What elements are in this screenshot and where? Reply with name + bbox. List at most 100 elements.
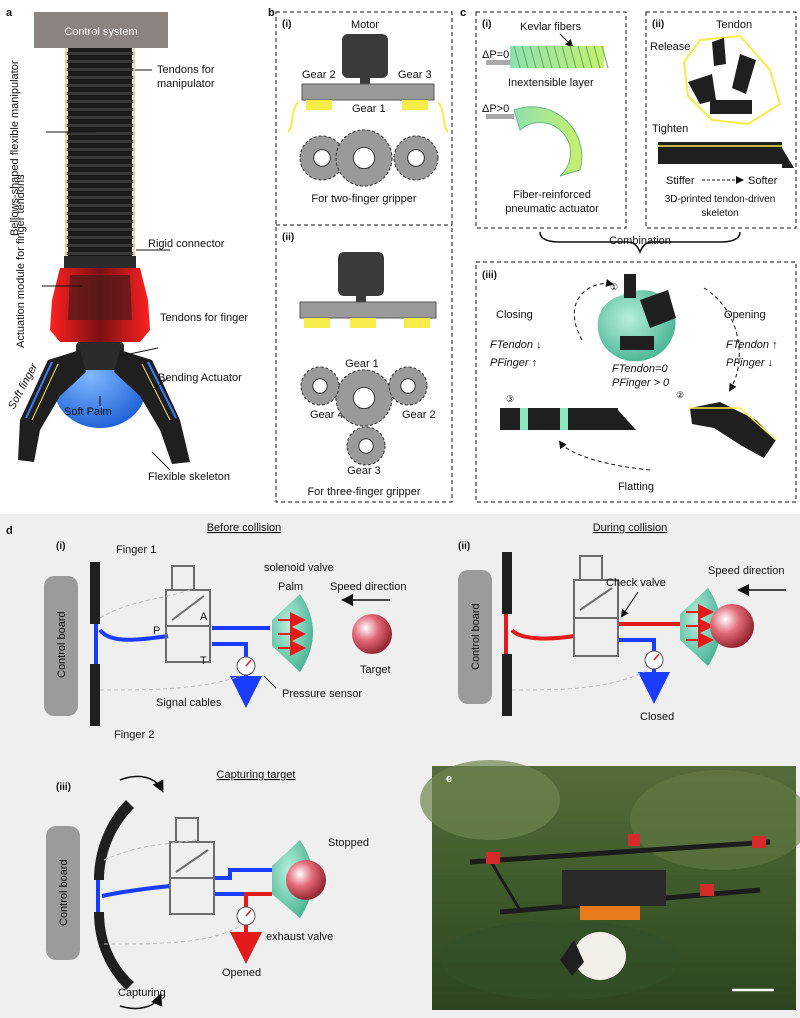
opening-label: Opening xyxy=(724,309,766,321)
speed-label-ii: Speed direction xyxy=(708,565,784,577)
control-board-label-ii: Control board xyxy=(470,603,482,670)
exhaust-label: exhaust valve xyxy=(266,931,333,943)
soft-palm-label: Soft Palm xyxy=(64,406,112,418)
soft-finger-left xyxy=(18,350,86,462)
target-sphere-ii xyxy=(710,604,754,648)
kevlar-label: Kevlar fibers xyxy=(520,21,582,33)
capturing-label: Capturing xyxy=(118,987,166,999)
target-sphere-i xyxy=(352,614,392,654)
during-collision-title: During collision xyxy=(593,522,668,534)
before-collision-title: Before collision xyxy=(207,522,282,534)
finger2-label: Finger 2 xyxy=(114,729,154,741)
finger1-label: Finger 1 xyxy=(116,544,156,556)
skeleton-label-2: skeleton xyxy=(701,208,738,219)
panel-letter-d: d xyxy=(6,525,13,537)
p-finger-pos: PFinger > 0 xyxy=(612,377,670,389)
soft-finger-right xyxy=(114,350,190,464)
solenoid-label: solenoid valve xyxy=(264,562,334,574)
p-finger-down: PFinger ↓ xyxy=(726,357,773,369)
bellows-label: Bellows-shaped flexible manipulator xyxy=(9,60,21,236)
combined-finger-flat xyxy=(500,408,618,430)
port-a: A xyxy=(200,611,208,623)
control-board-label-iii: Control board xyxy=(58,859,70,926)
f-tendon-zero: FTendon=0 xyxy=(612,363,668,375)
p-finger-up: PFinger ↑ xyxy=(490,357,537,369)
control-board-i xyxy=(44,576,78,716)
rigid-connector-label: Rigid connector xyxy=(148,238,225,250)
inextensible-label: Inextensible layer xyxy=(508,77,594,89)
dp-pos-label: ΔP>0 xyxy=(482,103,509,115)
combined-finger-opening xyxy=(690,402,776,458)
palm-label-i: Palm xyxy=(278,581,303,593)
panel-c-i-label: (i) xyxy=(482,19,491,30)
combination-label: Combination xyxy=(609,235,671,247)
gear4-label: Gear 4 xyxy=(310,409,344,421)
gear1-label-i: Gear 1 xyxy=(352,103,386,115)
panel-b-ii-label: (ii) xyxy=(282,232,294,243)
finger2-curved xyxy=(94,912,134,990)
gear1-label-ii: Gear 1 xyxy=(345,358,379,370)
panel-d-ii-label: (ii) xyxy=(458,541,470,552)
closed-label: Closed xyxy=(640,711,674,723)
capturing-target-title: Capturing target xyxy=(217,769,296,781)
stiffer-label: Stiffer xyxy=(666,175,695,187)
panel-b-i-label: (i) xyxy=(282,19,291,30)
panel-d-iii-label: (iii) xyxy=(56,782,71,793)
flatting-label: Flatting xyxy=(618,481,654,493)
bending-actuator-label: Bending Actuator xyxy=(158,372,242,384)
release-label: Release xyxy=(650,41,690,53)
solenoid-valve-i xyxy=(165,565,211,663)
stopped-label: Stopped xyxy=(328,837,369,849)
control-board-ii xyxy=(458,570,492,704)
state-3-marker: ③ xyxy=(506,394,514,404)
panel-d-i-label: (i) xyxy=(56,541,65,552)
gears-three-finger xyxy=(300,366,428,466)
control-board-label-i: Control board xyxy=(56,611,68,678)
motor-block-ii xyxy=(338,252,384,296)
dp0-label: ΔP=0 xyxy=(482,49,509,61)
panel-letter-e: e xyxy=(446,773,452,785)
motor-block-i xyxy=(342,34,388,78)
bellows-manipulator xyxy=(68,48,132,260)
port-t: T xyxy=(200,655,207,667)
flexible-skeleton-label: Flexible skeleton xyxy=(148,471,230,483)
panel-c: c (i) Kevlar fibers ΔP=0 Inextensible la… xyxy=(460,7,797,503)
panel-letter-c: c xyxy=(460,7,466,19)
gear3-label-i: Gear 3 xyxy=(398,69,432,81)
bellows-ridges xyxy=(66,52,134,255)
target-label: Target xyxy=(360,664,391,676)
drone xyxy=(469,834,774,992)
port-p: P xyxy=(153,625,160,637)
bent-actuator xyxy=(513,106,583,177)
panel-b-border xyxy=(275,11,453,503)
fiber-actuator-label-2: pneumatic actuator xyxy=(505,203,599,215)
control-system-label: Control system xyxy=(64,26,137,38)
drone-captured-ball xyxy=(574,932,626,980)
motor-label: Motor xyxy=(351,19,379,31)
tendons-finger-label: Tendons for finger xyxy=(160,312,248,324)
fiber-actuator-label-1: Fiber-reinforced xyxy=(513,189,591,201)
control-board-iii xyxy=(46,826,80,960)
gear-rack-i xyxy=(301,83,435,101)
panel-c-iii-label: (iii) xyxy=(482,270,497,281)
panel-c-i-border xyxy=(475,11,627,229)
three-finger-label: For three-finger gripper xyxy=(307,486,420,498)
signal-label: Signal cables xyxy=(156,697,222,709)
softer-label: Softer xyxy=(748,175,778,187)
tighten-label: Tighten xyxy=(652,123,688,135)
gear2-label-ii: Gear 2 xyxy=(402,409,436,421)
f-tendon-down: FTendon ↓ xyxy=(490,339,542,351)
tendon-label: Tendon xyxy=(716,19,752,31)
rigid-connector xyxy=(64,256,136,268)
check-valve-label: Check valve xyxy=(606,577,666,589)
skeleton-flat xyxy=(658,142,782,164)
state-1-marker: ① xyxy=(610,282,618,292)
finger2-strip xyxy=(90,664,100,726)
kevlar-fibers xyxy=(513,45,609,69)
gear3-label-ii: Gear 3 xyxy=(347,465,381,477)
solenoid-valve-iii xyxy=(169,817,215,915)
speed-label-i: Speed direction xyxy=(330,581,406,593)
panel-e-photo: e xyxy=(420,760,800,1010)
closing-label: Closing xyxy=(496,309,533,321)
